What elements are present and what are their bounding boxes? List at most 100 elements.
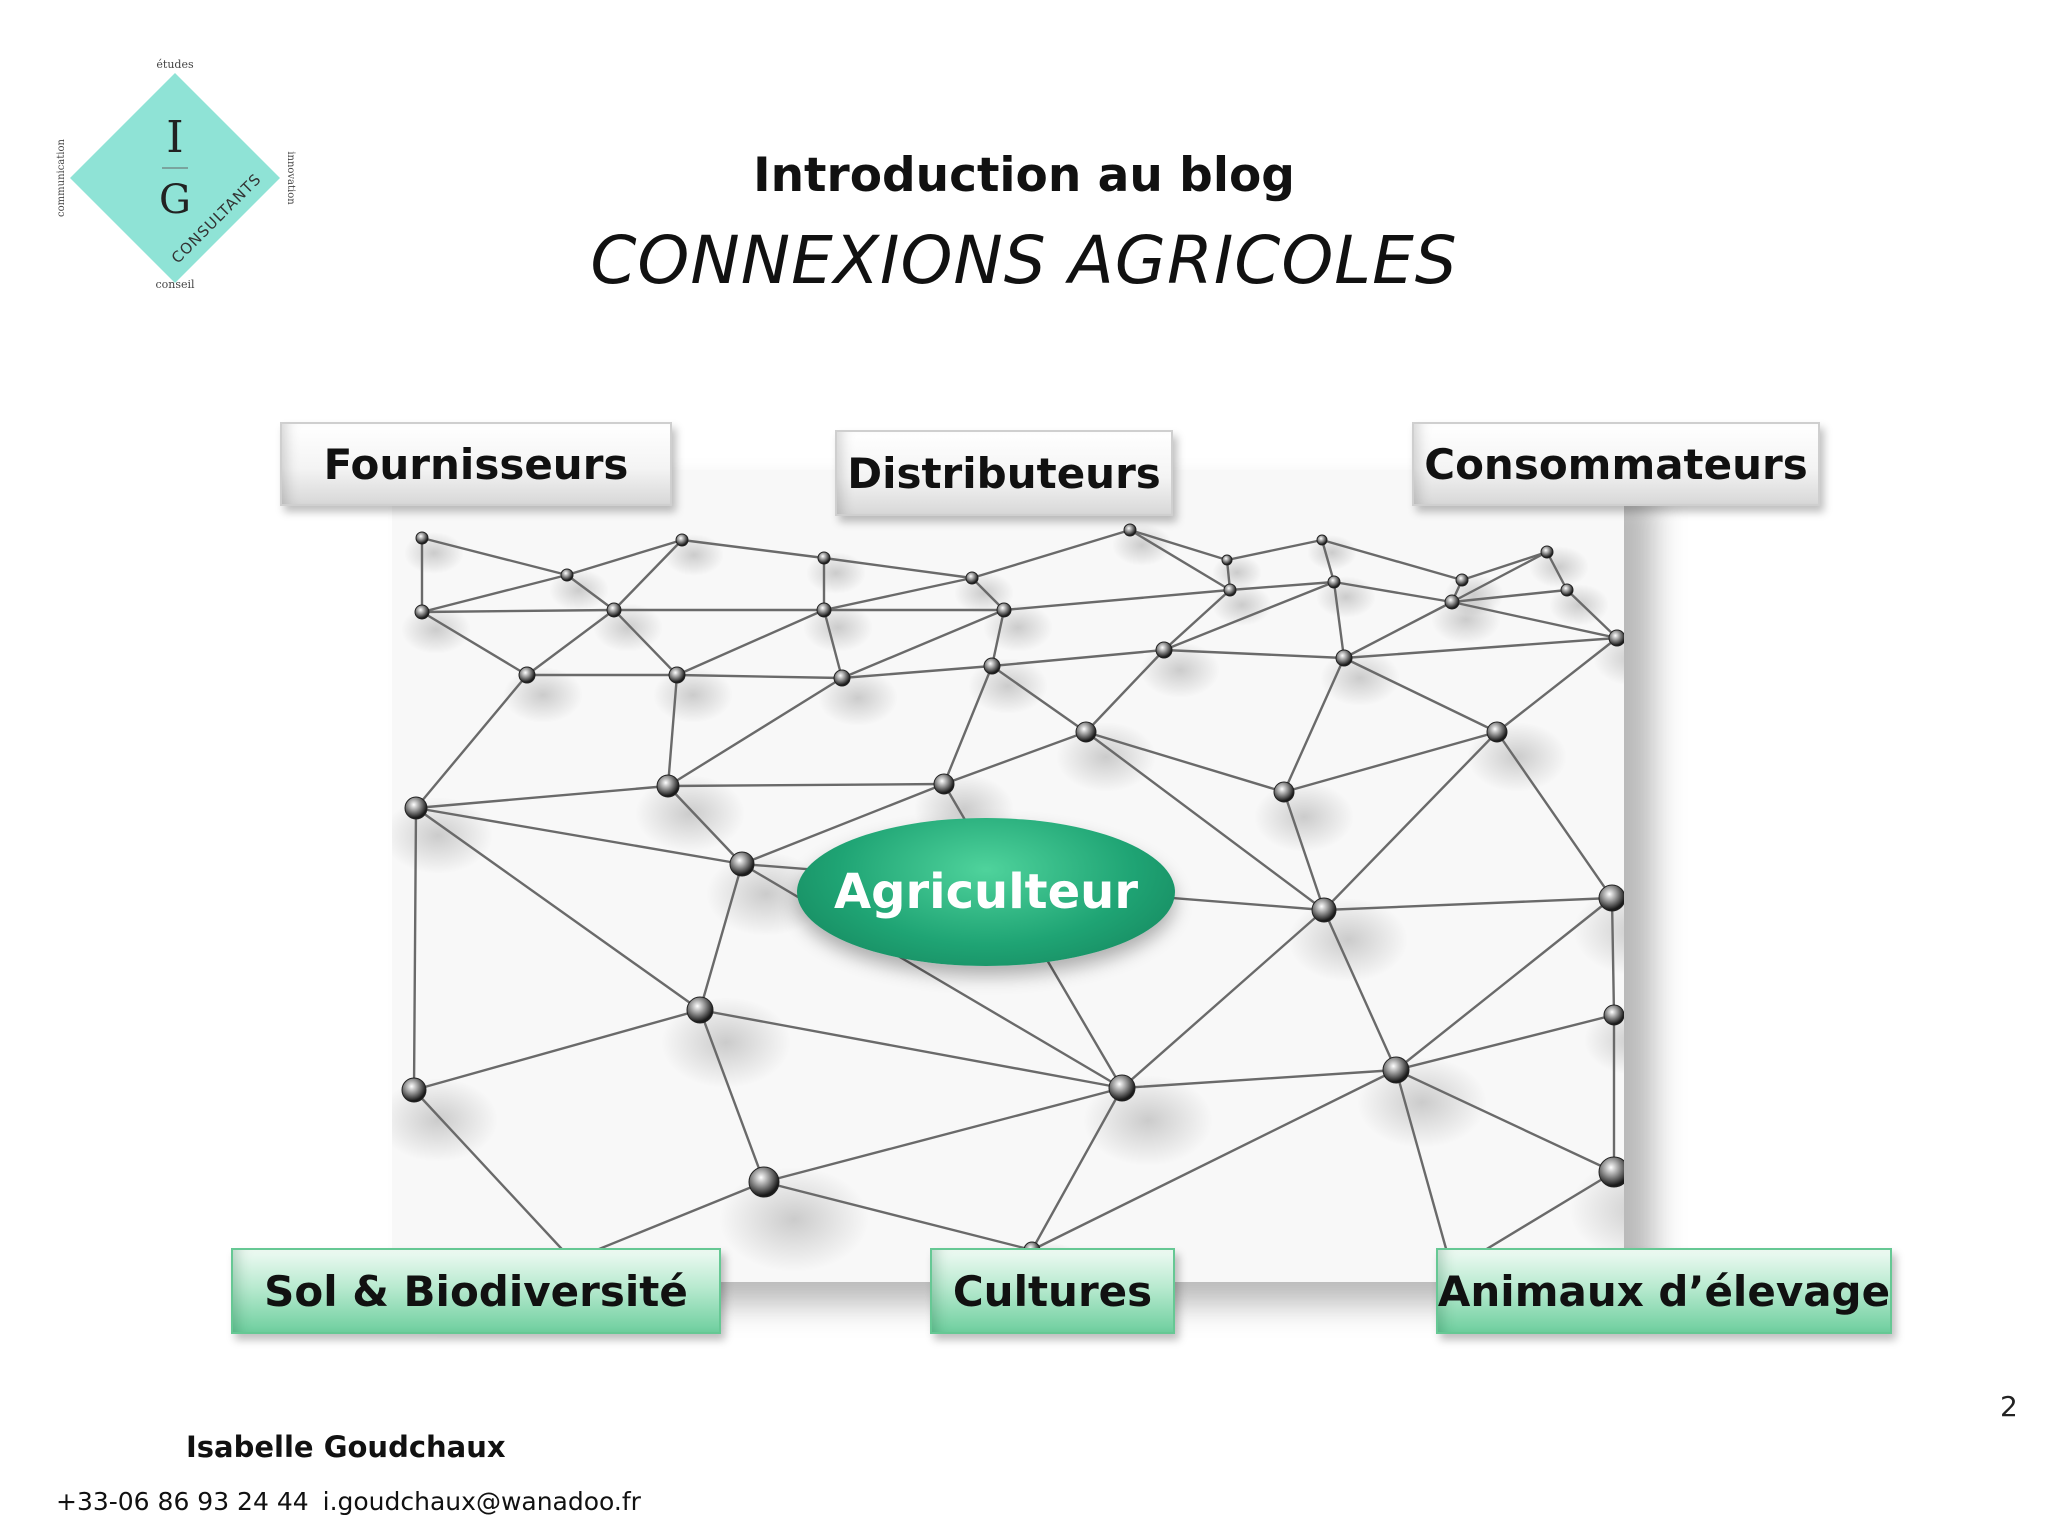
network-link — [666, 782, 946, 788]
network-node — [983, 657, 1001, 675]
network-link — [698, 862, 744, 1012]
network-link — [570, 1180, 766, 1262]
network-link — [1322, 730, 1499, 912]
network-link — [1394, 1068, 1616, 1174]
box-distributeurs: Distributeurs — [835, 430, 1173, 516]
network-link — [414, 806, 702, 1012]
network-link — [822, 556, 974, 580]
network-link — [1084, 648, 1166, 734]
network-node — [748, 1166, 780, 1198]
network-link — [1332, 580, 1454, 604]
network-link — [762, 1180, 1034, 1252]
network-link — [1084, 730, 1286, 794]
network-node — [606, 602, 622, 618]
logo-right-word: innovation — [285, 151, 296, 205]
network-link — [698, 1008, 1124, 1090]
network-link — [840, 608, 1006, 680]
box-animaux-elevage: Animaux d’élevage — [1436, 1248, 1892, 1334]
network-link — [1450, 550, 1549, 604]
network-graphic — [392, 523, 1624, 1282]
network-link — [1282, 656, 1346, 794]
network-image — [392, 470, 1624, 1282]
logo-top-word: études — [156, 58, 194, 71]
ig-consultants-logo: études conseil communication innovation … — [50, 50, 310, 300]
network-node — [518, 666, 536, 684]
network-link — [1332, 580, 1346, 660]
box-cultures-label: Cultures — [952, 1266, 1153, 1316]
network-link — [1342, 636, 1619, 660]
network-node — [1603, 1004, 1624, 1026]
network-node — [675, 533, 689, 547]
network-node — [404, 796, 428, 820]
network-node — [1123, 523, 1137, 537]
network-link — [990, 648, 1166, 668]
author-name: Isabelle Goudchaux — [186, 1430, 506, 1464]
network-node — [833, 669, 851, 687]
network-link — [666, 676, 844, 788]
network-node-shadow — [719, 1167, 869, 1272]
network-node — [1382, 1056, 1410, 1084]
network-link — [525, 608, 616, 677]
network-link — [970, 576, 1006, 612]
network-node — [965, 571, 979, 585]
network-link — [1228, 580, 1336, 592]
box-fournisseurs-label: Fournisseurs — [323, 439, 629, 489]
network-node — [1444, 594, 1460, 610]
network-link — [1030, 1086, 1124, 1252]
network-link — [420, 610, 529, 677]
network-node — [415, 531, 429, 545]
network-link — [612, 538, 684, 612]
network-node — [1486, 721, 1508, 743]
page-number: 2 — [2000, 1390, 2018, 1423]
network-link — [1545, 550, 1569, 592]
box-consommateurs: Consommateurs — [1412, 422, 1820, 506]
network-node — [1455, 573, 1469, 587]
network-link — [1394, 1013, 1616, 1072]
network-link — [698, 1008, 766, 1184]
network-node-shadow — [1288, 898, 1408, 982]
network-link — [740, 782, 946, 866]
network-node-shadow — [1083, 1075, 1213, 1166]
network-link — [1342, 600, 1454, 660]
network-link — [1394, 1068, 1454, 1272]
network-link — [412, 806, 418, 1092]
box-cultures: Cultures — [930, 1248, 1175, 1334]
network-link — [420, 536, 569, 577]
logo-letter-g: G — [159, 177, 191, 223]
network-link — [1162, 588, 1232, 652]
network-node — [1608, 629, 1624, 647]
network-node — [996, 602, 1012, 618]
network-link — [1282, 730, 1499, 794]
network-link — [414, 673, 529, 810]
network-link — [1002, 588, 1232, 612]
network-link — [565, 538, 684, 577]
network-link — [1320, 538, 1336, 584]
network-node-shadow — [1307, 535, 1357, 570]
network-link — [1460, 550, 1549, 582]
network-node — [1108, 1074, 1136, 1102]
network-link — [1120, 1068, 1398, 1090]
network-link — [666, 673, 679, 788]
network-node — [1327, 575, 1341, 589]
network-node-shadow — [1254, 782, 1354, 852]
network-link — [1162, 648, 1346, 660]
network-node-shadow — [1529, 546, 1589, 588]
network-node-shadow — [1431, 595, 1501, 644]
network-link — [1450, 600, 1619, 640]
network-link — [762, 1086, 1124, 1184]
box-consommateurs-label: Consommateurs — [1424, 439, 1808, 489]
network-node-shadow — [661, 997, 791, 1088]
network-link — [675, 673, 844, 680]
network-node — [414, 604, 430, 620]
box-sol-biodiversite: Sol & Biodiversité — [231, 1248, 721, 1334]
logo-letter-i: I — [166, 112, 183, 163]
network-link — [1320, 538, 1464, 582]
logo-bottom-word: conseil — [155, 278, 195, 291]
phone-number: +33-06 86 93 24 44 — [56, 1487, 309, 1516]
network-link — [1495, 636, 1619, 734]
network-node — [1223, 583, 1237, 597]
box-sol-biodiversite-label: Sol & Biodiversité — [264, 1266, 688, 1316]
network-node — [1540, 545, 1554, 559]
network-link — [840, 664, 994, 680]
slide-title: Introduction au blog — [753, 148, 1295, 203]
